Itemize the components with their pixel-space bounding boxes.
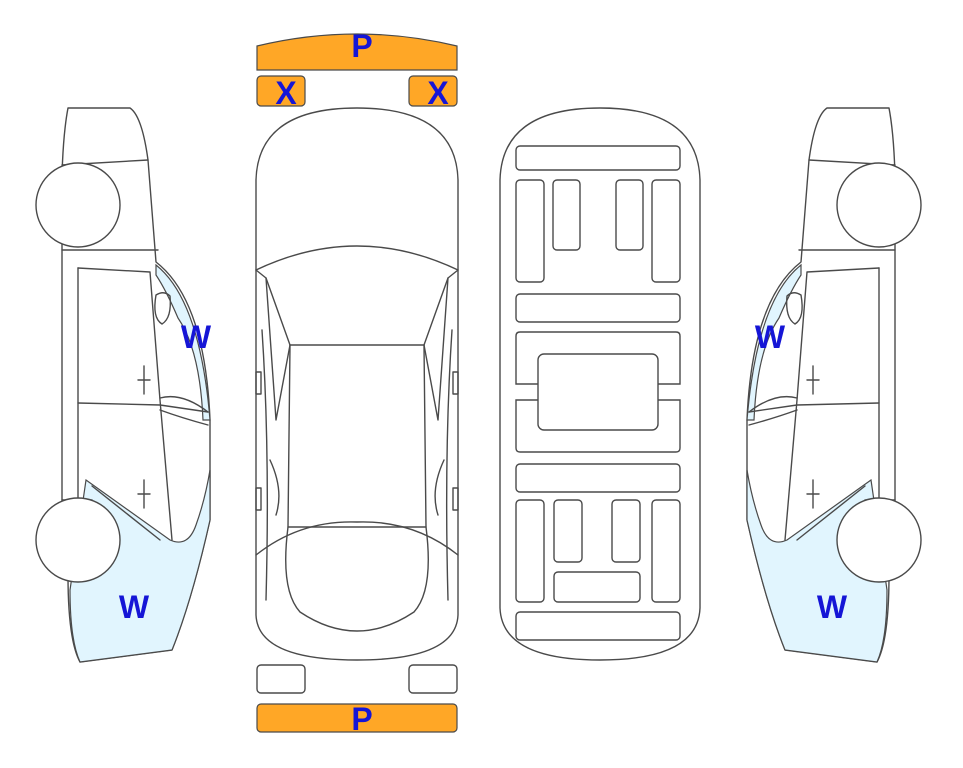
center-console[interactable]: [537, 353, 659, 431]
front-bumper-marker[interactable]: [256, 33, 458, 71]
left-rear-quarter-panel[interactable]: [155, 263, 211, 421]
headlight-left-label: X: [275, 75, 297, 111]
headlight-right-marker[interactable]: [408, 75, 458, 107]
windshield: [255, 245, 459, 271]
rear-window: [285, 526, 429, 632]
underbody-view: [499, 107, 701, 661]
right-rear-quarter-panel[interactable]: [746, 263, 802, 421]
left-rear-quarter-label: W: [181, 319, 212, 355]
right-rear-quarter-label: W: [755, 319, 786, 355]
left-rear-wheel[interactable]: [35, 162, 121, 248]
right-rear-wheel[interactable]: [836, 162, 922, 248]
left-front-wheel[interactable]: [35, 497, 121, 583]
roof: [287, 344, 427, 528]
left-side-view: W W: [35, 107, 212, 663]
top-view-body[interactable]: [255, 107, 459, 661]
headlight-left-marker[interactable]: [256, 75, 306, 107]
rear-bumper-marker[interactable]: [256, 703, 458, 733]
left-front-fender-label: W: [119, 589, 150, 625]
taillight-left[interactable]: [256, 664, 306, 694]
right-front-fender-label: W: [817, 589, 848, 625]
right-front-wheel[interactable]: [836, 497, 922, 583]
front-bumper-label: P: [351, 28, 372, 64]
taillight-right[interactable]: [408, 664, 458, 694]
top-view: P X X P: [255, 28, 459, 737]
right-side-view: [746, 107, 922, 663]
headlight-right-label: X: [427, 75, 449, 111]
rear-bumper-label: P: [351, 701, 372, 737]
